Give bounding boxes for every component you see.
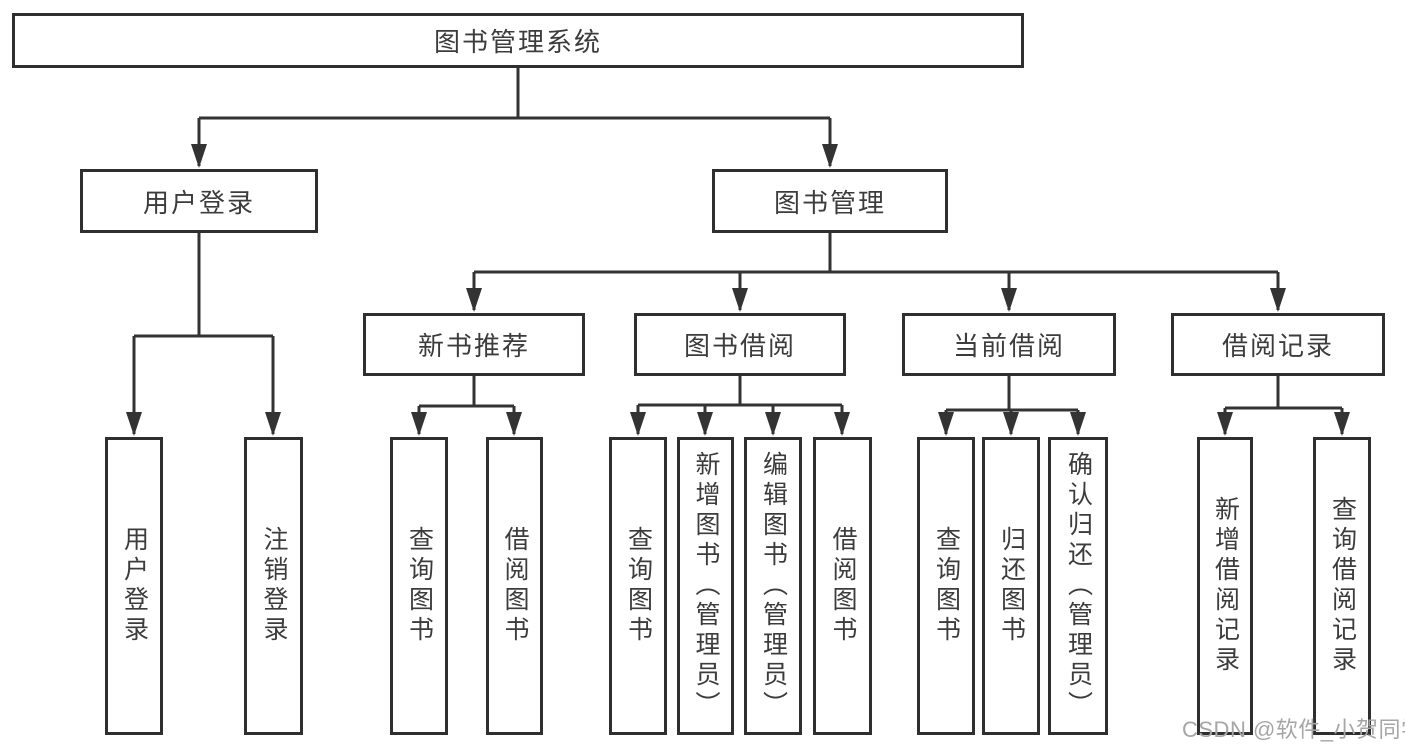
leaf-add-borrow-record-label: 新增借阅记录 — [1211, 496, 1240, 676]
leaf-user-login: 用户登录 — [105, 437, 163, 735]
node-book-borrowing-label: 图书借阅 — [683, 331, 796, 361]
leaf-logout: 注销登录 — [244, 437, 303, 735]
leaf-borrow-books-label: 借阅图书 — [829, 526, 857, 646]
node-current-borrowing-label: 当前借阅 — [952, 331, 1065, 361]
leaf-borrow-books: 借阅图书 — [813, 437, 872, 735]
node-book-borrowing: 图书借阅 — [634, 313, 846, 376]
node-new-book-recommend: 新书推荐 — [363, 313, 585, 376]
leaf-query-books-current-label: 查询图书 — [932, 526, 961, 646]
leaf-query-books-current: 查询图书 — [917, 437, 975, 735]
node-library-management-system-label: 图书管理系统 — [433, 27, 602, 57]
leaf-return-book-label: 归还图书 — [997, 526, 1026, 646]
leaf-query-borrow-record: 查询借阅记录 — [1313, 437, 1371, 735]
leaf-edit-book-admin: 编辑图书（管理员） — [744, 437, 802, 735]
leaf-query-books-recommend-label: 查询图书 — [405, 526, 434, 646]
node-new-book-recommend-label: 新书推荐 — [417, 331, 530, 361]
node-current-borrowing: 当前借阅 — [902, 313, 1116, 376]
leaf-query-borrow-record-label: 查询借阅记录 — [1328, 496, 1357, 676]
leaf-confirm-return-admin-label: 确认归还（管理员） — [1064, 451, 1093, 721]
node-borrowing-records: 借阅记录 — [1171, 313, 1385, 376]
leaf-logout-label: 注销登录 — [260, 526, 288, 646]
node-borrowing-records-label: 借阅记录 — [1221, 331, 1334, 361]
node-user-login-branch: 用户登录 — [80, 169, 318, 233]
leaf-query-books-borrow-label: 查询图书 — [624, 526, 653, 646]
leaf-edit-book-admin-label: 编辑图书（管理员） — [759, 451, 788, 721]
leaf-borrow-books-recommend: 借阅图书 — [486, 437, 543, 735]
leaf-user-login-label: 用户登录 — [120, 526, 149, 646]
leaf-borrow-books-recommend-label: 借阅图书 — [501, 526, 529, 646]
csdn-watermark: CSDN @软件_小贺同学 — [1182, 717, 1405, 742]
leaf-add-book-admin-label: 新增图书（管理员） — [692, 451, 720, 721]
leaf-add-book-admin: 新增图书（管理员） — [677, 437, 734, 735]
node-library-management-system: 图书管理系统 — [12, 13, 1024, 68]
leaf-query-books-recommend: 查询图书 — [390, 437, 448, 735]
leaf-confirm-return-admin: 确认归还（管理员） — [1048, 437, 1108, 735]
leaf-query-books-borrow: 查询图书 — [609, 437, 667, 735]
node-user-login-branch-label: 用户登录 — [142, 187, 255, 218]
node-book-management-branch-label: 图书管理 — [773, 187, 886, 218]
node-book-management-branch: 图书管理 — [712, 169, 948, 233]
leaf-add-borrow-record: 新增借阅记录 — [1197, 437, 1253, 735]
leaf-return-book: 归还图书 — [982, 437, 1040, 735]
